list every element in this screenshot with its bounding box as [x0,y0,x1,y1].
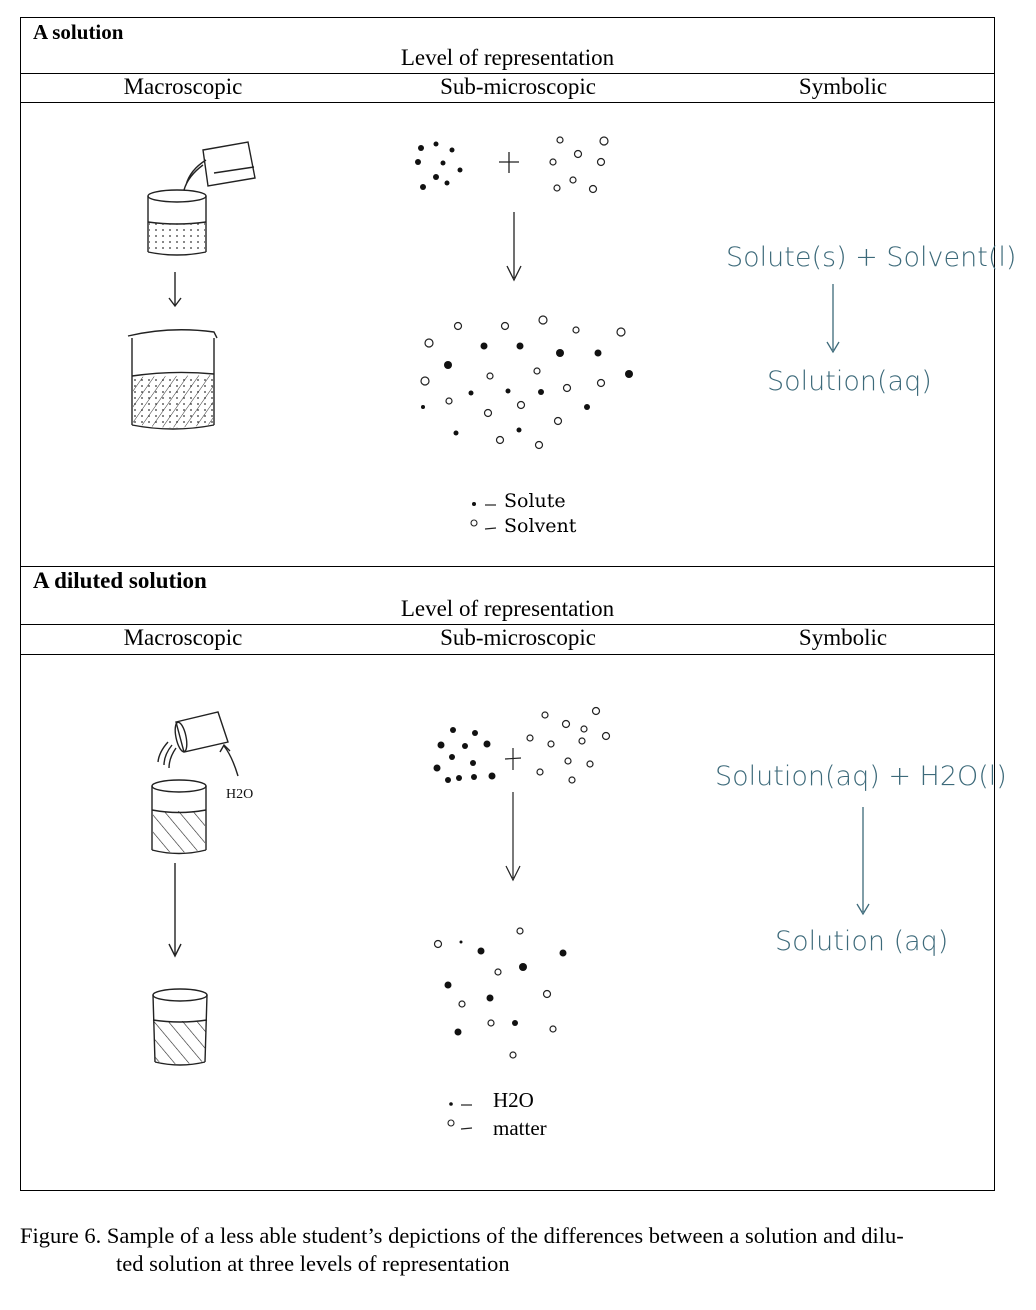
section-title-diluted-solution: A diluted solution [33,568,207,593]
particles-mixture [420,315,633,450]
caption-line-2: ted solution at three levels of represen… [116,1251,510,1276]
macro-water-label: H2O [226,787,253,802]
level-of-representation-label: Level of representation [400,596,615,621]
legend-markers-solution [470,502,497,530]
column-sub-microscopic: Sub-microscopic [440,74,596,99]
divider [20,654,995,655]
column-sub-microscopic: Sub-microscopic [440,625,596,650]
legend-water-label: H2O [493,1088,534,1112]
solvent-particles-before [549,136,609,194]
symbolic-equation-top-diluted: Solution(aq) + H2O(l) [715,761,1007,792]
particles-diluted-mixture [433,927,567,1059]
symbolic-equation-bottom-diluted: Solution (aq) [775,926,948,957]
level-of-representation-label: Level of representation [400,45,615,70]
figure-table [20,17,995,1191]
divider [20,624,995,625]
divider [20,73,995,74]
column-symbolic: Symbolic [798,625,888,650]
caption-line-1: Figure 6. Sample of a less able student’… [20,1223,904,1248]
legend-solvent-label: Solvent [504,515,577,537]
legend-markers-diluted [447,1102,473,1130]
particles-before-solution [415,141,463,190]
symbolic-equation-bottom: Solution(aq) [767,366,932,397]
macro-beakers-diluted [151,711,239,1066]
column-macroscopic: Macroscopic [123,74,243,99]
column-macroscopic: Macroscopic [123,625,243,650]
symbolic-equation-top: Solute(s) + Solvent(l) [726,242,1016,273]
solvent-particles-before-diluted [526,706,611,784]
legend-matter-label: matter [493,1116,547,1140]
macro-beakers-solution [127,141,256,430]
divider [20,102,995,103]
divider [20,566,995,567]
figure-caption: Figure 6. Sample of a less able student’… [20,1222,1010,1278]
particles-before-diluted [433,727,496,783]
legend-solute-label: Solute [504,490,566,512]
column-symbolic: Symbolic [798,74,888,99]
section-title-solution: A solution [33,20,124,44]
